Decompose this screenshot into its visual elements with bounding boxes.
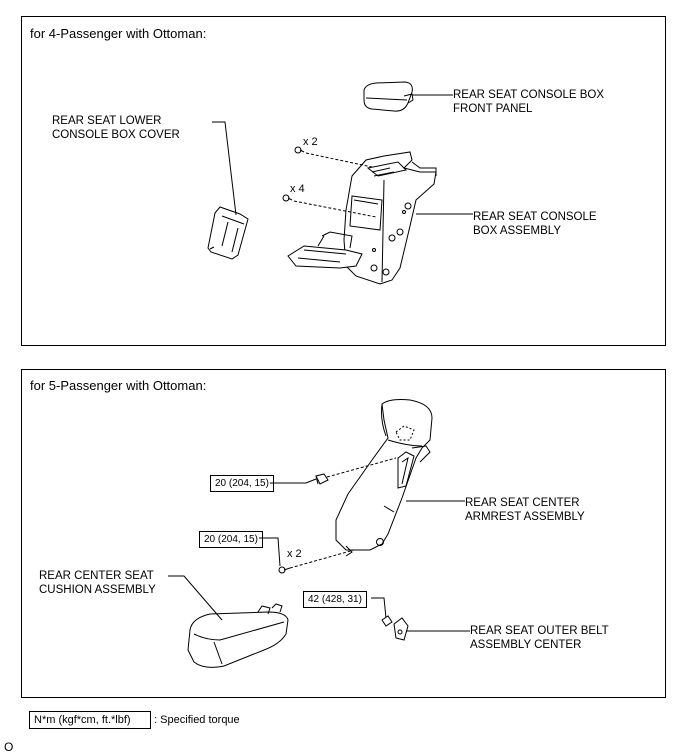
leader-cushion — [168, 575, 223, 621]
panel-heading: for 4-Passenger with Ottoman: — [30, 26, 207, 41]
leader-lower-cover — [212, 121, 237, 216]
label-front-panel: REAR SEAT CONSOLE BOX FRONT PANEL — [453, 89, 605, 115]
qty-x2-bottom: x 2 — [287, 548, 302, 560]
leader-torque-1 — [270, 478, 317, 484]
dashed-guide-bottom-2 — [289, 549, 355, 569]
screws-top — [282, 146, 305, 202]
center-armrest-part — [335, 399, 433, 557]
panel-heading: for 5-Passenger with Ottoman: — [30, 378, 207, 393]
bolt-armrest-lower — [278, 566, 291, 574]
dashed-guide-top-1 — [305, 152, 373, 168]
dashed-guide-bottom-1 — [326, 457, 397, 478]
torque-box-3: 42 (428, 31) — [303, 591, 367, 608]
qty-x4-top: x 4 — [290, 183, 305, 195]
leader-torque-3 — [371, 597, 387, 619]
panel-4-passenger: for 4-Passenger with Ottoman: — [21, 16, 666, 346]
label-console-box-assembly: REAR SEAT CONSOLE BOX ASSEMBLY — [473, 211, 597, 237]
label-cushion-assembly: REAR CENTER SEAT CUSHION ASSEMBLY — [39, 570, 156, 596]
bolt-armrest-upper — [315, 473, 329, 485]
qty-x2-top: x 2 — [303, 136, 318, 148]
torque-box-2: 20 (204, 15) — [199, 531, 263, 548]
console-box-assembly-part — [287, 151, 437, 285]
torque-unit-box: N*m (kgf*cm, ft.*lbf) — [29, 711, 151, 729]
figure-code: O — [4, 740, 14, 754]
dashed-guide-top-2 — [293, 200, 377, 218]
lower-console-cover-part — [207, 206, 249, 260]
console-front-panel-part — [363, 81, 414, 112]
outer-belt-part — [381, 615, 409, 641]
label-armrest-assembly: REAR SEAT CENTER ARMREST ASSEMBLY — [465, 497, 585, 523]
torque-legend: N*m (kgf*cm, ft.*lbf) : Specified torque — [29, 711, 240, 729]
torque-legend-text: : Specified torque — [154, 714, 240, 726]
label-outer-belt-assembly: REAR SEAT OUTER BELT ASSEMBLY CENTER — [470, 625, 609, 651]
label-lower-console-cover: REAR SEAT LOWER CONSOLE BOX COVER — [52, 115, 180, 141]
leader-torque-2 — [259, 537, 281, 567]
cushion-assembly-part — [187, 603, 289, 668]
